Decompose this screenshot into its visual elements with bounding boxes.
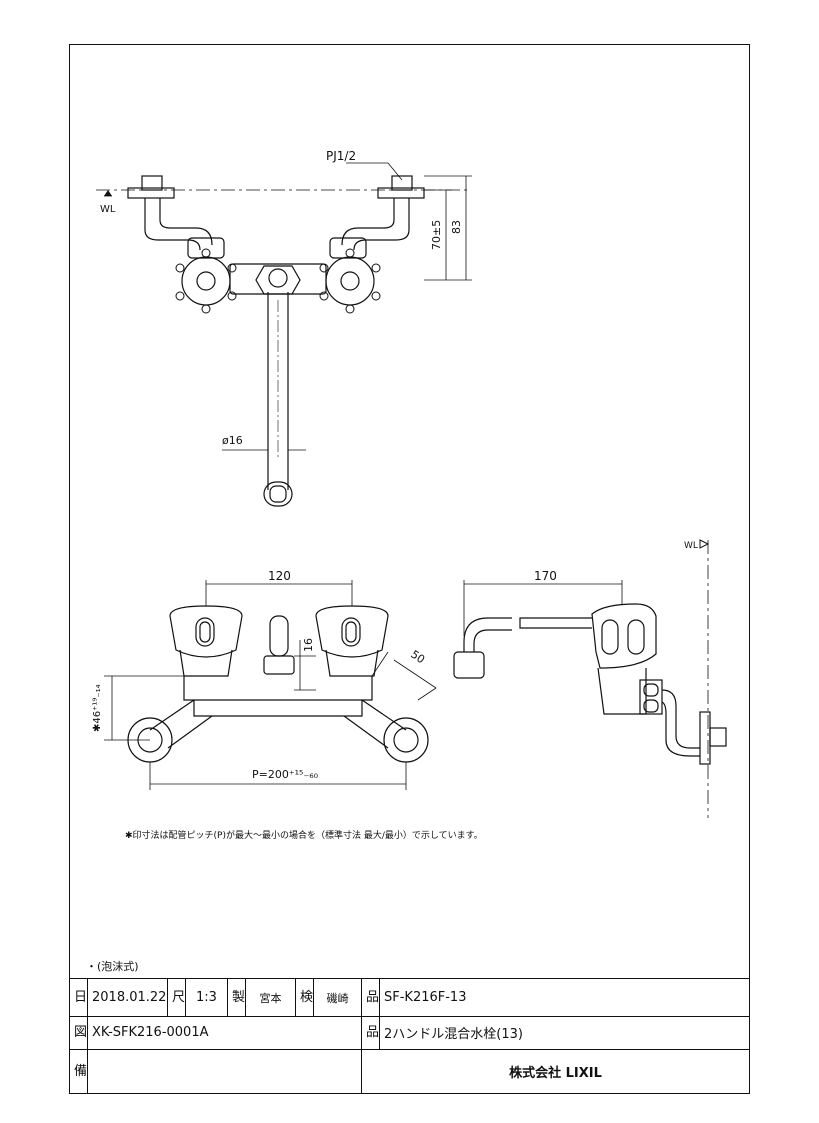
front-view-dimensions [104,580,437,790]
checked-label: 検図 [295,977,314,1018]
dim-dia16-label: ø16 [222,434,243,447]
company-name: 株式会社 LIXIL [361,1048,750,1095]
date-value: 2018.01.22 [87,977,168,1018]
foam-type-note: ・(泡沫式) [86,960,139,973]
dim-83-label: 83 [450,220,463,234]
dim-46-label: ✱46⁺¹⁹₋₁₄ [92,684,103,732]
dim-120-label: 120 [268,569,291,583]
wl-label: WL [100,204,116,215]
date-label: 日付 [69,977,88,1018]
pipe-thread-label: PJ1/2 [326,149,356,163]
top-view-dimensions [104,162,472,451]
product-name-value: 2ハンドル混合水栓(13) [379,1016,750,1050]
drawing-no-label: 図番 [69,1016,88,1050]
dim-50-label: 50 [408,648,427,667]
front-view-faucet [127,605,429,763]
title-block: 日付 2018.01.22 尺度 1:3 製図 宮本 検図 磯崎 品番 SF-K… [69,977,750,1095]
drawn-label: 製図 [227,977,246,1018]
scale-label: 尺度 [167,977,186,1018]
drawing-no-value: XK-SFK216-0001A [87,1016,362,1050]
remarks-label: 備考 [69,1048,88,1095]
checked-by-value: 磯崎 [313,977,362,1018]
wl-side-label: WL [684,541,698,551]
scale-value: 1:3 [185,977,228,1018]
dim-70-label: 70±5 [430,220,443,250]
product-no-label: 品番 [361,977,380,1018]
pitch-note: ✱印寸法は配管ピッチ(P)が最大～最小の場合を（標準寸法 最大/最小）で示してい… [125,831,483,841]
dim-pitch-label: P=200⁺¹⁵₋₆₀ [252,768,319,781]
side-view-dimensions [463,580,623,636]
side-view-faucet [453,540,727,818]
product-name-label: 品名 [361,1016,380,1050]
drawing-frame [69,44,750,1094]
product-no-value: SF-K216F-13 [379,977,750,1018]
dim-16-label: 16 [302,638,315,652]
top-view-faucet [96,175,470,507]
dim-170-label: 170 [534,569,557,583]
drawn-by-value: 宮本 [245,977,296,1018]
remarks-value [87,1048,362,1095]
